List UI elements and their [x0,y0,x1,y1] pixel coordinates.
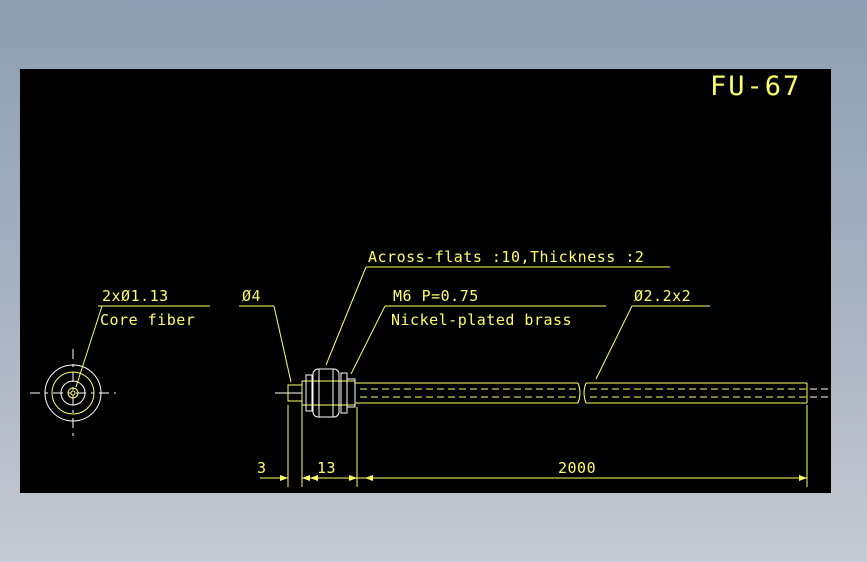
side-view [275,368,831,418]
dimension-lines [260,405,808,487]
label-cable-dia: Ø2.2x2 [634,287,691,305]
fiber-sensor-drawing: FU-67 2xØ1.13 Core fiber [30,71,831,487]
leader-tip [239,305,292,383]
label-material: Nickel-plated brass [391,311,572,329]
label-across-flats: Across-flats :10,Thickness :2 [368,248,644,266]
label-fiber-spec: 2xØ1.13 [102,287,169,305]
leader-core-fiber [75,305,210,388]
end-view [30,349,116,439]
label-tip-dia: Ø4 [242,287,261,305]
leader-thread [350,305,606,375]
label-thread: M6 P=0.75 [393,287,479,305]
leader-across-flats [325,266,670,366]
drawing-title: FU-67 [710,71,801,102]
dim-tip-length: 3 [257,459,267,477]
label-fiber-name: Core fiber [100,311,195,329]
dim-thread-length: 13 [317,459,336,477]
dim-cable-length: 2000 [558,459,596,477]
cad-drawing-area: FU-67 2xØ1.13 Core fiber [20,69,831,493]
leader-cable [595,305,710,380]
